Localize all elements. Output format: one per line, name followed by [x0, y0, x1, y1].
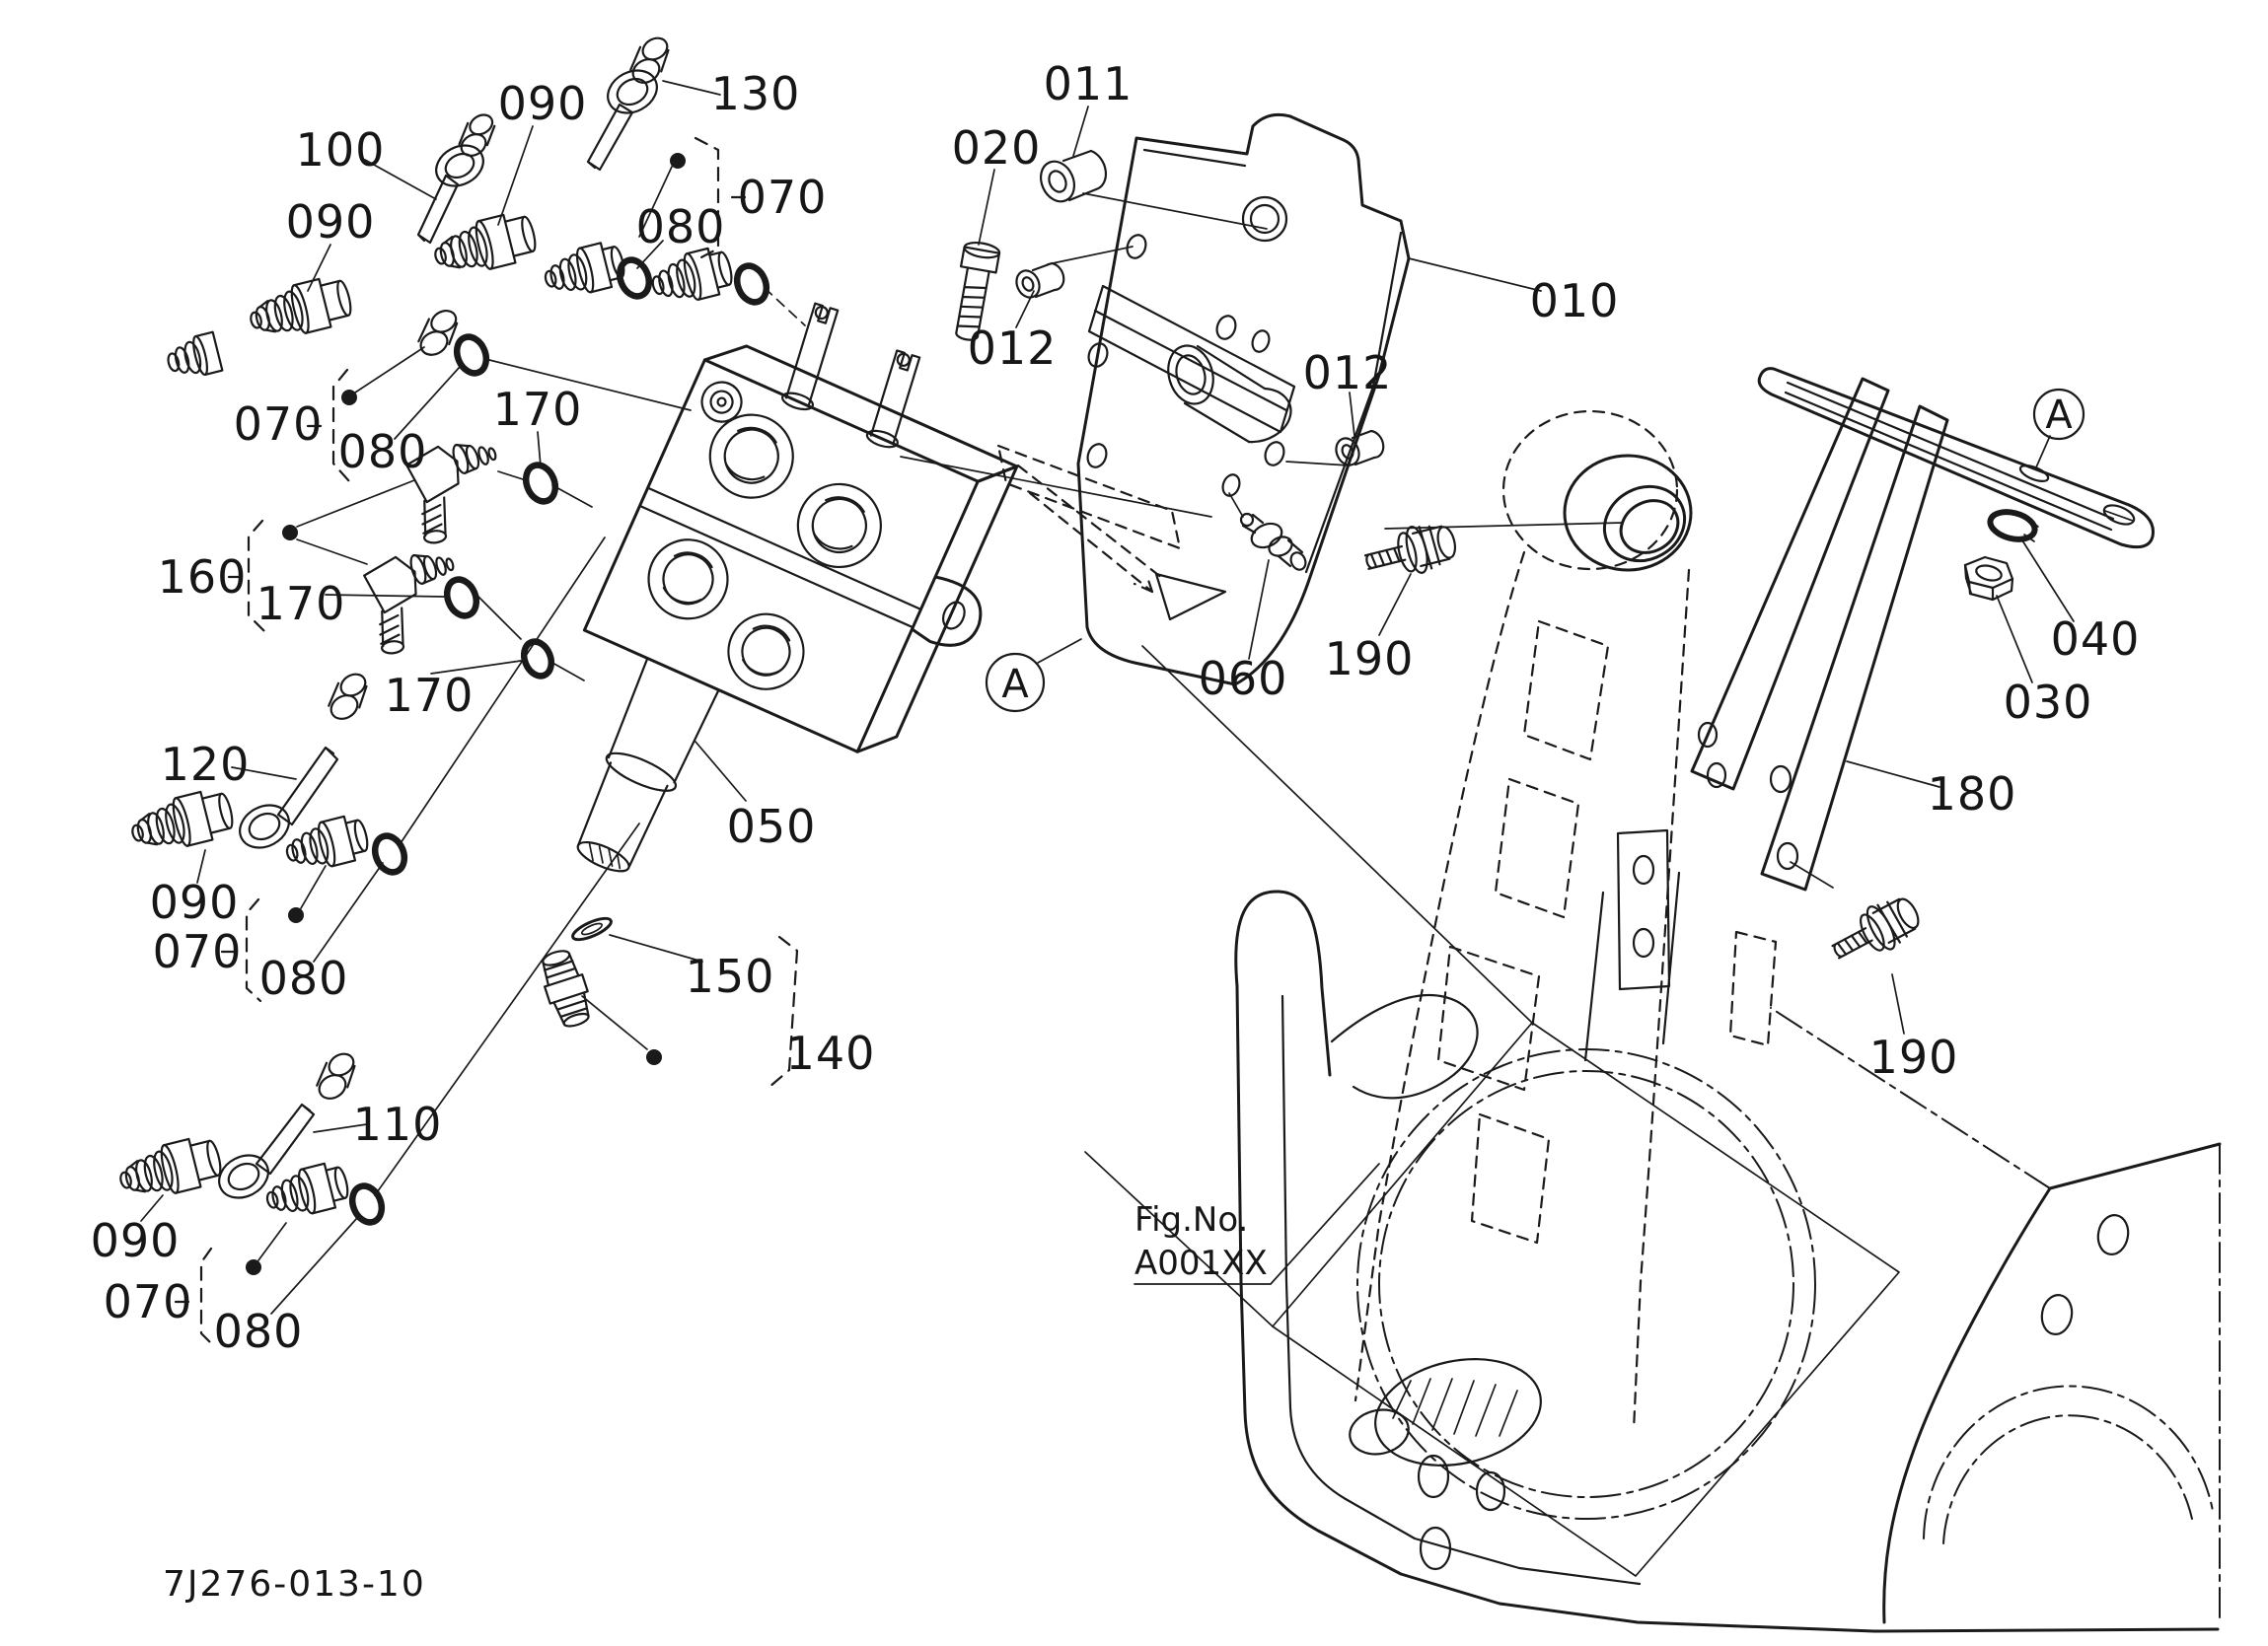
ref-arm-pivot-boss: [1349, 1358, 1542, 1467]
part-150-washer: [571, 916, 613, 942]
detail-marker-a-plate-letter: A: [1001, 662, 1029, 707]
part-190-bolt-a: [1363, 525, 1457, 574]
part-060-fitting: [1228, 492, 1307, 571]
part-mounting-bar: [1757, 367, 2155, 549]
callout-090-row3[interactable]: 090: [150, 876, 240, 929]
part-090-coupler-row1-d: [651, 247, 733, 301]
figure-reference-label: Fig.No.: [1134, 1200, 1248, 1240]
part-140-joint: [542, 950, 590, 1028]
part-040-lock-washer: [1987, 509, 2039, 542]
part-030-nut: [1963, 555, 2014, 602]
part-090-coupler-row2-partial: [167, 330, 224, 377]
callout-080-row2[interactable]: 080: [338, 425, 428, 478]
part-160-elbow-a: [405, 443, 497, 544]
group-brackets: [174, 136, 799, 1349]
part-090-coupler-row3-a: [131, 790, 234, 847]
part-012-bushing-a: [1015, 261, 1065, 299]
callout-110[interactable]: 110: [353, 1098, 443, 1151]
callout-100[interactable]: 100: [296, 123, 386, 177]
part-090-coupler-row3-b: [285, 815, 369, 868]
bolt-axis-lines: [1384, 522, 1834, 889]
part-080-oring-row2: [453, 333, 490, 377]
elbow-axis-lines: [475, 470, 593, 681]
callout-010[interactable]: 010: [1530, 274, 1620, 327]
callout-030[interactable]: 030: [2004, 676, 2093, 729]
assembly-axis-lines: [374, 287, 1533, 1327]
figure-reference[interactable]: Fig.No. A001XX: [1134, 1163, 1380, 1285]
part-170-oring-c: [520, 638, 555, 680]
leader-lines: [140, 80, 2075, 1315]
figure-reference-value: A001XX: [1134, 1244, 1268, 1283]
callout-070-row1[interactable]: 070: [738, 171, 828, 224]
part-080-oring-row3: [371, 832, 408, 876]
callout-120[interactable]: 120: [161, 738, 251, 791]
part-090-coupler-row4-a: [119, 1137, 222, 1194]
part-080-oring-row1-b: [733, 262, 770, 306]
part-100-lever: [416, 113, 496, 245]
callout-070-row2[interactable]: 070: [234, 397, 324, 451]
callout-040[interactable]: 040: [2051, 612, 2141, 666]
callout-160[interactable]: 160: [158, 550, 248, 604]
callout-060[interactable]: 060: [1199, 652, 1288, 705]
callout-090-row4[interactable]: 090: [91, 1214, 181, 1267]
part-090-coupler-row4-b: [265, 1162, 349, 1215]
part-070-plug-row2: [417, 310, 459, 356]
part-090-coupler-row1-c: [544, 242, 625, 294]
ref-lever-arm: [1353, 409, 1778, 1432]
part-012-bushing-b: [1335, 429, 1385, 466]
ref-frame: [1234, 828, 2222, 1633]
ref-lever-arm-hub: [1563, 454, 1693, 572]
callout-150[interactable]: 150: [686, 950, 775, 1003]
part-010-plate: [996, 112, 1411, 686]
detail-marker-a-plate[interactable]: A: [985, 652, 1046, 713]
callout-130[interactable]: 130: [711, 67, 801, 120]
callout-070-row3[interactable]: 070: [153, 925, 243, 978]
callout-080-row1[interactable]: 080: [636, 200, 726, 253]
part-170-oring-b: [443, 576, 480, 619]
part-090-coupler-row1-b: [434, 213, 537, 270]
group-dots: [246, 153, 686, 1275]
part-020-bolt: [955, 241, 1001, 341]
callout-011[interactable]: 011: [1044, 57, 1134, 110]
callout-070-row4[interactable]: 070: [104, 1275, 193, 1328]
detail-marker-a-bar-letter: A: [2045, 393, 2073, 438]
callout-170-c[interactable]: 170: [385, 669, 475, 722]
part-130-lever: [586, 36, 670, 172]
callout-012-b[interactable]: 012: [1303, 346, 1393, 399]
part-080-oring-row1-a: [616, 256, 653, 300]
part-190-bolt-b: [1831, 897, 1920, 960]
callout-090-row1b[interactable]: 090: [286, 195, 376, 249]
callout-180[interactable]: 180: [1928, 767, 2017, 821]
part-160-elbow-b: [363, 553, 455, 655]
callout-012-a[interactable]: 012: [968, 322, 1058, 375]
callout-080-row3[interactable]: 080: [259, 952, 349, 1005]
callout-020[interactable]: 020: [952, 121, 1042, 175]
callout-080-row4[interactable]: 080: [214, 1305, 304, 1358]
part-050-valve-assembly: [576, 302, 1019, 873]
callout-190-b[interactable]: 190: [1869, 1031, 1959, 1084]
drawing-code: 7J276-013-10: [163, 1564, 426, 1605]
detail-marker-a-bar[interactable]: A: [2032, 388, 2085, 441]
part-080-oring-row4: [348, 1182, 386, 1226]
part-110-lever: [218, 1052, 356, 1199]
part-120-lever: [239, 673, 368, 849]
callout-090-row1[interactable]: 090: [498, 77, 588, 130]
callout-170-a[interactable]: 170: [493, 383, 583, 436]
part-090-coupler-row1-a: [250, 277, 352, 334]
callout-140[interactable]: 140: [786, 1027, 876, 1080]
part-180-bracket: [1690, 377, 1949, 892]
part-170-oring-a: [522, 462, 559, 505]
callout-050[interactable]: 050: [727, 800, 817, 853]
callout-190-a[interactable]: 190: [1325, 632, 1415, 685]
callout-170-b[interactable]: 170: [256, 577, 346, 630]
part-011-bushing: [1039, 149, 1108, 203]
